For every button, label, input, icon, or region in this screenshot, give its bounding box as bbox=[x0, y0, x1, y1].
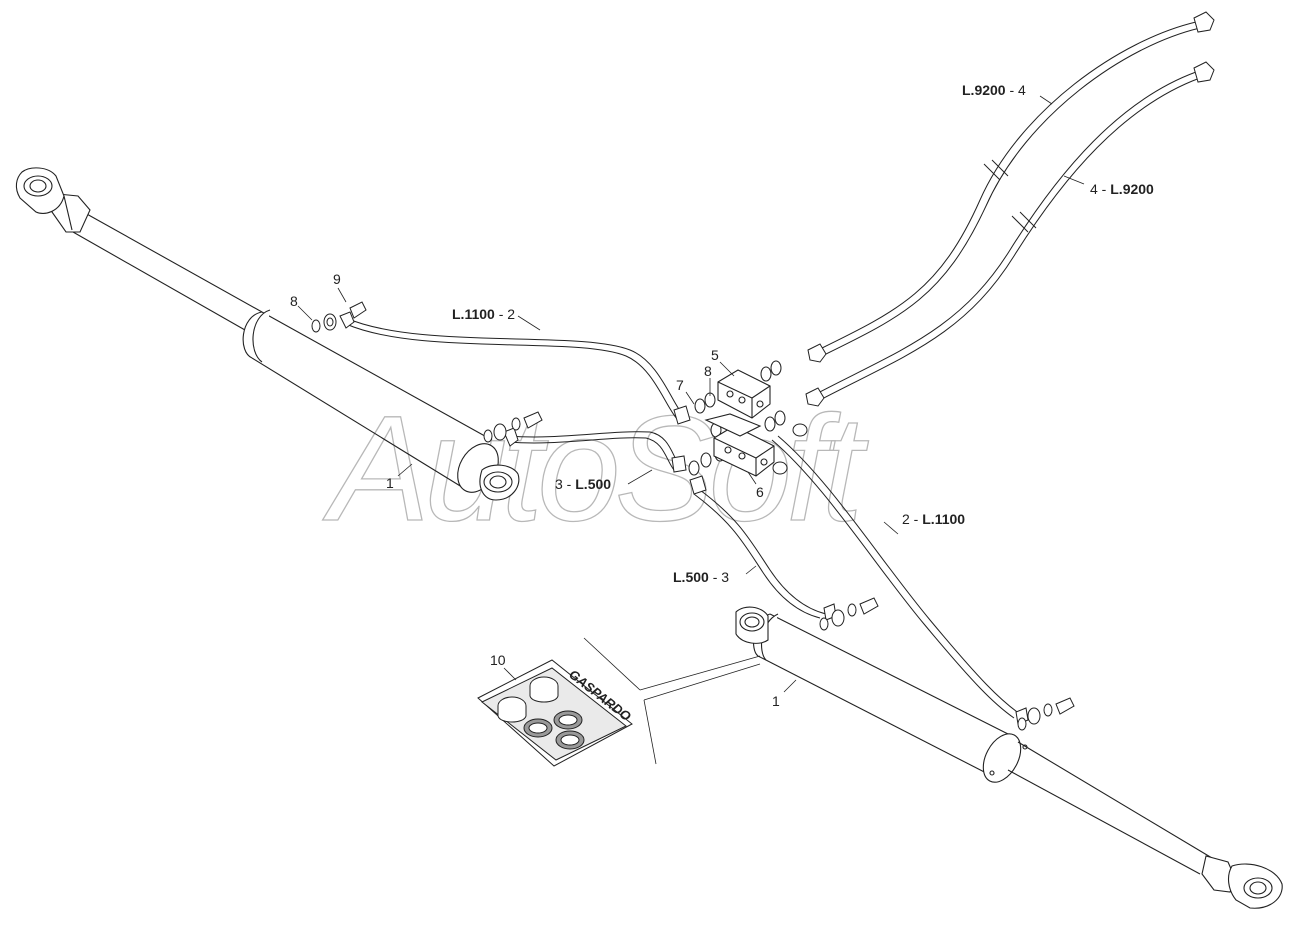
hose-length-labels: L.9200 - 4 4 - L.9200 L.1100 - 2 2 - L.1… bbox=[452, 82, 1154, 585]
callout-8-valve: 8 bbox=[704, 363, 712, 379]
hose-label-3-upper: 3 - L.500 bbox=[555, 476, 611, 492]
hose-label-2-upper: L.1100 - 2 bbox=[452, 306, 515, 322]
hoses bbox=[345, 21, 1201, 719]
callout-8-cylinder: 8 bbox=[290, 293, 298, 309]
callout-5: 5 bbox=[711, 347, 719, 363]
callout-1-lower: 1 bbox=[772, 693, 780, 709]
kit-leader-lines bbox=[503, 637, 761, 765]
washers-and-bolts bbox=[311, 301, 1075, 731]
callout-9: 9 bbox=[333, 271, 341, 287]
seal-kit-package: GASPARDO bbox=[477, 659, 634, 767]
callout-7: 7 bbox=[676, 377, 684, 393]
valve-blocks bbox=[704, 369, 775, 477]
hose-label-4-lower: 4 - L.9200 bbox=[1090, 181, 1154, 197]
callout-1-upper: 1 bbox=[386, 475, 394, 491]
cylinder-upper-left bbox=[15, 167, 520, 501]
hose-label-2-lower: 2 - L.1100 bbox=[902, 511, 965, 527]
callout-10: 10 bbox=[490, 652, 506, 668]
leader-lines bbox=[297, 95, 1085, 575]
callout-6: 6 bbox=[756, 484, 764, 500]
part-number-labels: 1 1 5 6 7 8 8 9 10 bbox=[290, 271, 780, 709]
hose-label-4-upper: L.9200 - 4 bbox=[962, 82, 1026, 98]
cylinder-lower-right bbox=[735, 606, 1283, 909]
hose-label-3-lower: L.500 - 3 bbox=[673, 569, 729, 585]
hose-fittings bbox=[339, 11, 1215, 725]
